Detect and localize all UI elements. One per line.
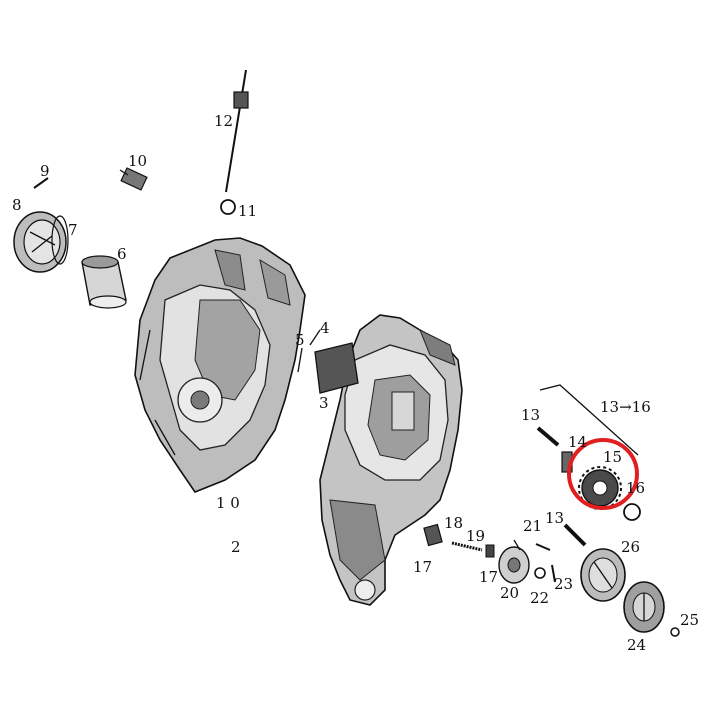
pin-23 [551,564,556,583]
callout-25: 25 [680,611,699,629]
part-17-left [423,523,443,547]
callout-12: 12 [214,112,233,130]
bolt-18 [451,541,483,552]
callout-11: 11 [238,202,257,220]
rod-13-upper [536,426,560,447]
callout-19: 19 [466,527,485,545]
callout-1: 1 0 [216,494,240,512]
callout-18: 18 [444,514,463,532]
gear-24 [623,581,665,633]
filter-cylinder [81,255,127,309]
ring-25 [670,627,680,637]
callout-5: 5 [295,331,305,349]
switch-10 [119,167,148,191]
pump-20 [498,539,530,584]
callout-13b: 13 [545,509,564,527]
washer-16 [623,503,641,521]
o-ring-11 [220,199,236,215]
gasket-plate [297,329,359,394]
rod-13-lower [563,523,587,547]
gear-26 [580,548,626,602]
callout-3: 3 [319,394,329,412]
callout-7: 7 [68,221,78,239]
callout-24: 24 [627,636,646,654]
callout-21: 21 [523,517,542,535]
callout-17a: 17 [413,558,432,576]
callout-13-16: 13→16 [600,398,651,416]
callout-16: 16 [626,479,645,497]
callout-labels: 1 0 2 3 4 5 6 7 8 9 10 11 12 13 13 13→16… [12,112,699,654]
callout-6: 6 [117,245,127,263]
callout-8: 8 [12,196,22,214]
callout-26: 26 [621,538,640,556]
right-crankcase-half [319,314,463,606]
callout-4: 4 [320,319,330,337]
callout-15: 15 [603,448,622,466]
left-crankcase-half [134,237,306,493]
pin-9 [33,177,49,189]
pin-21 [535,543,551,551]
callout-13a: 13 [521,406,540,424]
highlight-circle [567,438,639,510]
dipstick-12 [225,69,249,193]
callout-10: 10 [128,152,147,170]
callout-23: 23 [554,575,573,593]
side-cover [13,211,69,273]
part-17-right [485,544,495,558]
callout-17b: 17 [479,568,498,586]
callout-22: 22 [530,589,549,607]
callout-2: 2 [231,538,241,556]
ring-22 [534,567,546,579]
callout-14: 14 [568,433,587,451]
callout-9: 9 [40,162,50,180]
callout-20: 20 [500,584,519,602]
